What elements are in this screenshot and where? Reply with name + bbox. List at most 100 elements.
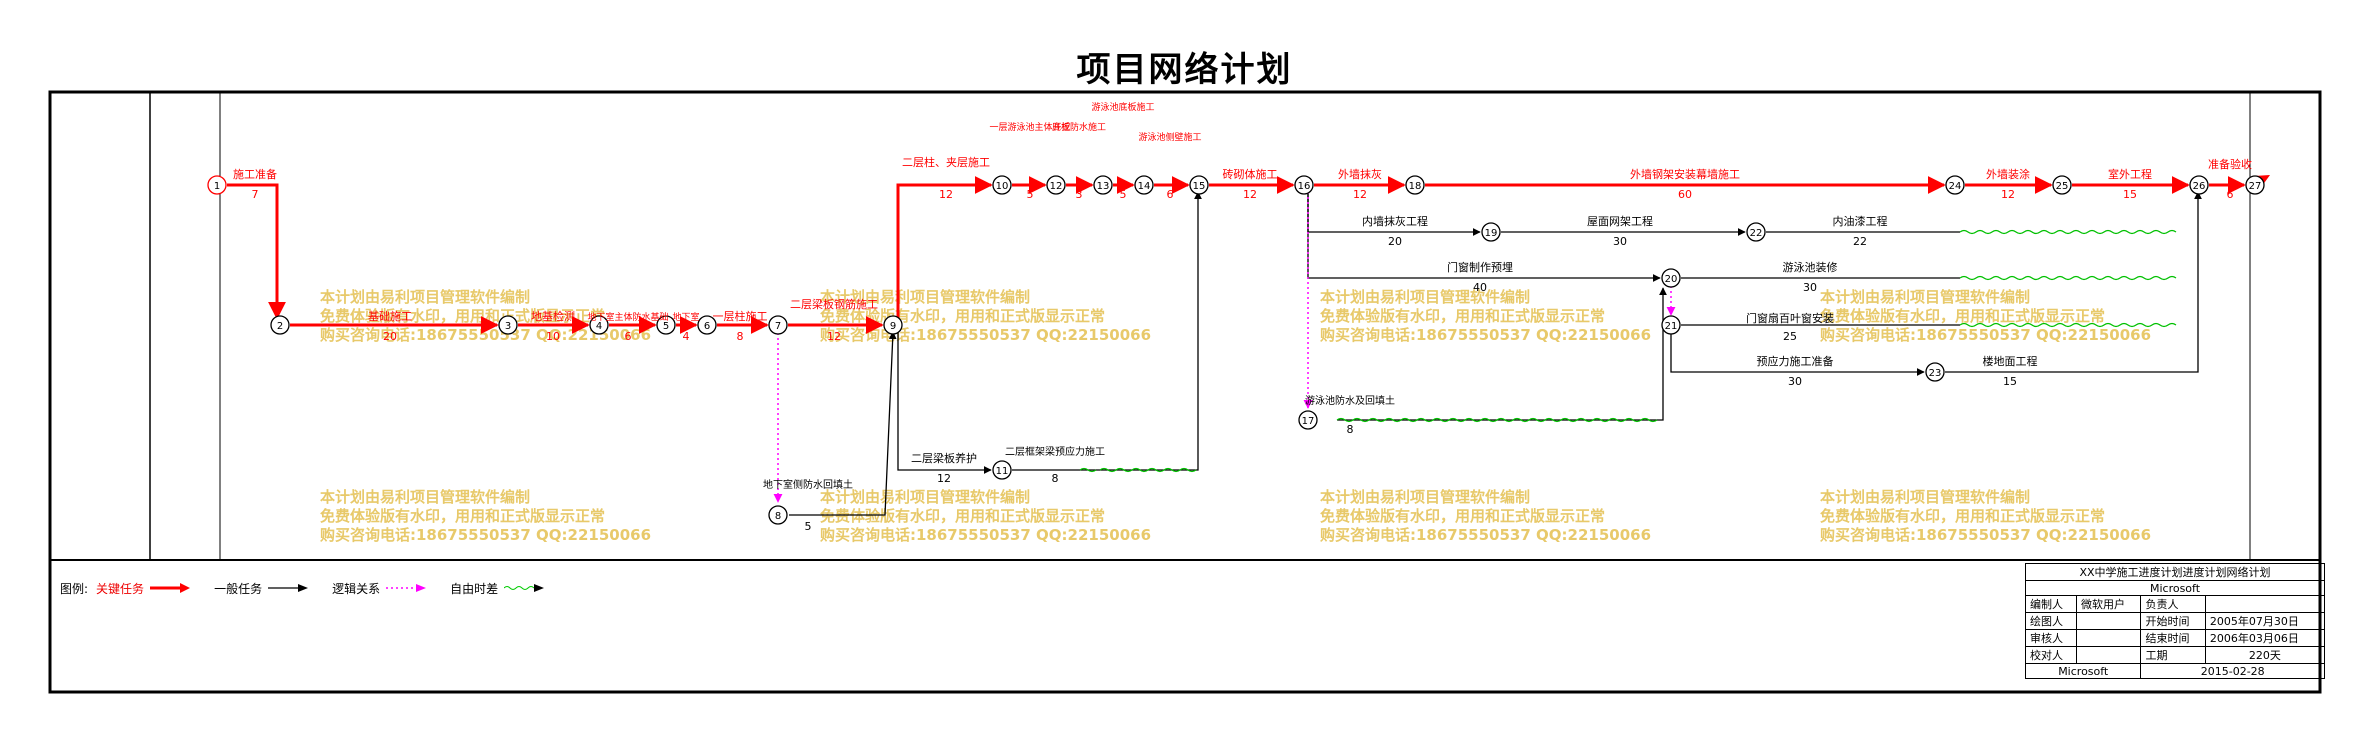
task-name: 准备验收 bbox=[2208, 157, 2252, 171]
task-name: 二层梁板钢筋施工 bbox=[790, 297, 878, 311]
task-duration: 22 bbox=[1853, 235, 1867, 248]
task-name: 二层柱、夹层施工 bbox=[902, 155, 990, 169]
task-name: 二层框架梁预应力施工 bbox=[1005, 445, 1105, 458]
info-cell: 审核人 bbox=[2024, 629, 2078, 647]
task-duration: 15 bbox=[2123, 188, 2137, 201]
task-duration: 5 bbox=[805, 520, 812, 533]
arrow-17-20 bbox=[1337, 287, 1667, 421]
legend: 图例: 关键任务 一般任务 逻辑关系 自由时差 bbox=[60, 573, 560, 603]
node-24 bbox=[1945, 175, 1965, 195]
task-name: 地下室侧防水回填土 bbox=[763, 478, 853, 491]
task-duration: 10 bbox=[546, 330, 560, 343]
task-duration: 60 bbox=[1678, 188, 1692, 201]
info-cell bbox=[2204, 595, 2326, 613]
task-duration: 5 bbox=[1120, 188, 1127, 201]
legend-critical: 关键任务 bbox=[96, 580, 191, 597]
task-name: 内油漆工程 bbox=[1833, 214, 1888, 228]
arrow-8-9 bbox=[858, 331, 897, 516]
node-26 bbox=[2189, 175, 2209, 195]
task-name: 游泳池底板施工 bbox=[1091, 101, 1154, 113]
legend-logic-label: 逻辑关系 bbox=[332, 581, 381, 596]
task-name: 屋面网架工程 bbox=[1587, 215, 1653, 228]
arrow-9-10 bbox=[896, 176, 993, 318]
node-12 bbox=[1046, 175, 1066, 195]
watermark-line-3: 购买咨询电话:18675550537 QQ:22150066 bbox=[320, 326, 651, 344]
node-25 bbox=[2052, 175, 2072, 195]
info-footer-left: Microsoft bbox=[2024, 663, 2142, 679]
node-label: 19 bbox=[1485, 228, 1498, 239]
watermark-line-1: 本计划由易利项目管理软件编制 bbox=[820, 488, 1030, 506]
node-label: 23 bbox=[1929, 368, 1942, 379]
task-name: 基础施工 bbox=[368, 310, 412, 323]
node-4 bbox=[589, 315, 609, 335]
node-label: 4 bbox=[596, 321, 602, 332]
info-table: XX中学施工进度计划进度计划网络计划 Microsoft 编制人 微软用户 负责… bbox=[2024, 563, 2326, 679]
watermark-group: 本计划由易利项目管理软件编制 免费体验版有水印，用用和正式版显示正常 购买咨询电… bbox=[320, 288, 2151, 544]
task-duration: 12 bbox=[1353, 188, 1367, 201]
info-cell: 绘图人 bbox=[2024, 612, 2078, 630]
watermark-line-2: 免费体验版有水印，用用和正式版显示正常 bbox=[1820, 307, 2105, 325]
task-duration: 6 bbox=[2227, 188, 2234, 201]
info-title: XX中学施工进度计划进度计划网络计划 bbox=[2025, 563, 2325, 581]
watermark-line-2: 免费体验版有水印，用用和正式版显示正常 bbox=[1320, 307, 1605, 325]
task-name: 游泳池装修 bbox=[1783, 260, 1838, 274]
node-27 bbox=[2245, 175, 2265, 195]
task-duration: 15 bbox=[2003, 375, 2017, 388]
watermark-line-1: 本计划由易利项目管理软件编制 bbox=[320, 488, 530, 506]
node-20 bbox=[1661, 268, 1681, 288]
arrow-1-2 bbox=[227, 183, 286, 320]
task-duration: 3 bbox=[1076, 188, 1083, 201]
watermark-line-3: 购买咨询电话:18675550537 QQ:22150066 bbox=[320, 526, 651, 544]
node-17 bbox=[1298, 410, 1318, 430]
node-label: 7 bbox=[775, 321, 781, 332]
watermark-line-2: 免费体验版有水印，用用和正式版显示正常 bbox=[1820, 507, 2105, 525]
task-duration: 8 bbox=[1052, 472, 1059, 485]
task-duration: 25 bbox=[1783, 330, 1797, 343]
node-3 bbox=[498, 315, 518, 335]
node-label: 10 bbox=[996, 181, 1009, 192]
watermark-line-2: 免费体验版有水印，用用和正式版显示正常 bbox=[320, 507, 605, 525]
node-9 bbox=[883, 315, 903, 335]
float-21 bbox=[1959, 322, 2177, 328]
task-duration: 12 bbox=[1243, 188, 1257, 201]
node-label: 15 bbox=[1193, 181, 1206, 192]
node-label: 8 bbox=[775, 511, 781, 522]
node-21 bbox=[1661, 315, 1681, 335]
legend-logic: 逻辑关系 bbox=[332, 580, 427, 597]
task-name: 外墙装涂 bbox=[1986, 167, 2030, 181]
watermark-line-3: 购买咨询电话:18675550537 QQ:22150066 bbox=[820, 326, 1151, 344]
watermark-line-1: 本计划由易利项目管理软件编制 bbox=[820, 288, 1030, 306]
node-label: 16 bbox=[1298, 181, 1311, 192]
page-title: 项目网络计划 bbox=[1076, 50, 1293, 90]
node-14 bbox=[1134, 175, 1154, 195]
watermark-line-1: 本计划由易利项目管理软件编制 bbox=[1820, 288, 2030, 306]
node-label: 13 bbox=[1097, 181, 1110, 192]
normal-task-labels: 地下室侧防水回填土 5 二层梁板养护 12 二层框架梁预应力施工 8 内墙抹灰工… bbox=[763, 214, 2038, 533]
task-name: 内墙抹灰工程 bbox=[1362, 214, 1428, 228]
info-cell: 开始时间 bbox=[2140, 612, 2206, 630]
critical-arrow-icon bbox=[150, 583, 191, 593]
nodes bbox=[207, 175, 2265, 525]
node-label: 11 bbox=[996, 466, 1009, 477]
task-duration: 4 bbox=[683, 330, 690, 343]
task-name: 外墙抹灰 bbox=[1338, 167, 1382, 181]
arrow-9-11 bbox=[897, 332, 992, 474]
node-5 bbox=[656, 315, 676, 335]
task-duration: 6 bbox=[625, 330, 632, 343]
task-duration: 5 bbox=[1027, 188, 1034, 201]
node-19 bbox=[1481, 222, 1501, 242]
node-label: 9 bbox=[890, 321, 896, 332]
node-8 bbox=[768, 505, 788, 525]
task-name: 地下室主体防水基础 bbox=[587, 311, 668, 323]
watermark-line-3: 购买咨询电话:18675550537 QQ:22150066 bbox=[1320, 326, 1651, 344]
task-name: 一层柱施工 bbox=[713, 309, 768, 323]
node-13 bbox=[1093, 175, 1113, 195]
critical-task-labels: 施工准备 7 基础施工 20 地基检测 10 地下室主体防水基础 6 地下室 4… bbox=[233, 101, 2252, 343]
watermark-line-2: 免费体验版有水印，用用和正式版显示正常 bbox=[320, 307, 605, 325]
node-18 bbox=[1405, 175, 1425, 195]
watermark-line-1: 本计划由易利项目管理软件编制 bbox=[1320, 488, 1530, 506]
task-duration: 30 bbox=[1803, 281, 1817, 294]
watermark-line-3: 购买咨询电话:18675550537 QQ:22150066 bbox=[1820, 326, 2151, 344]
float-20 bbox=[1959, 275, 2177, 281]
